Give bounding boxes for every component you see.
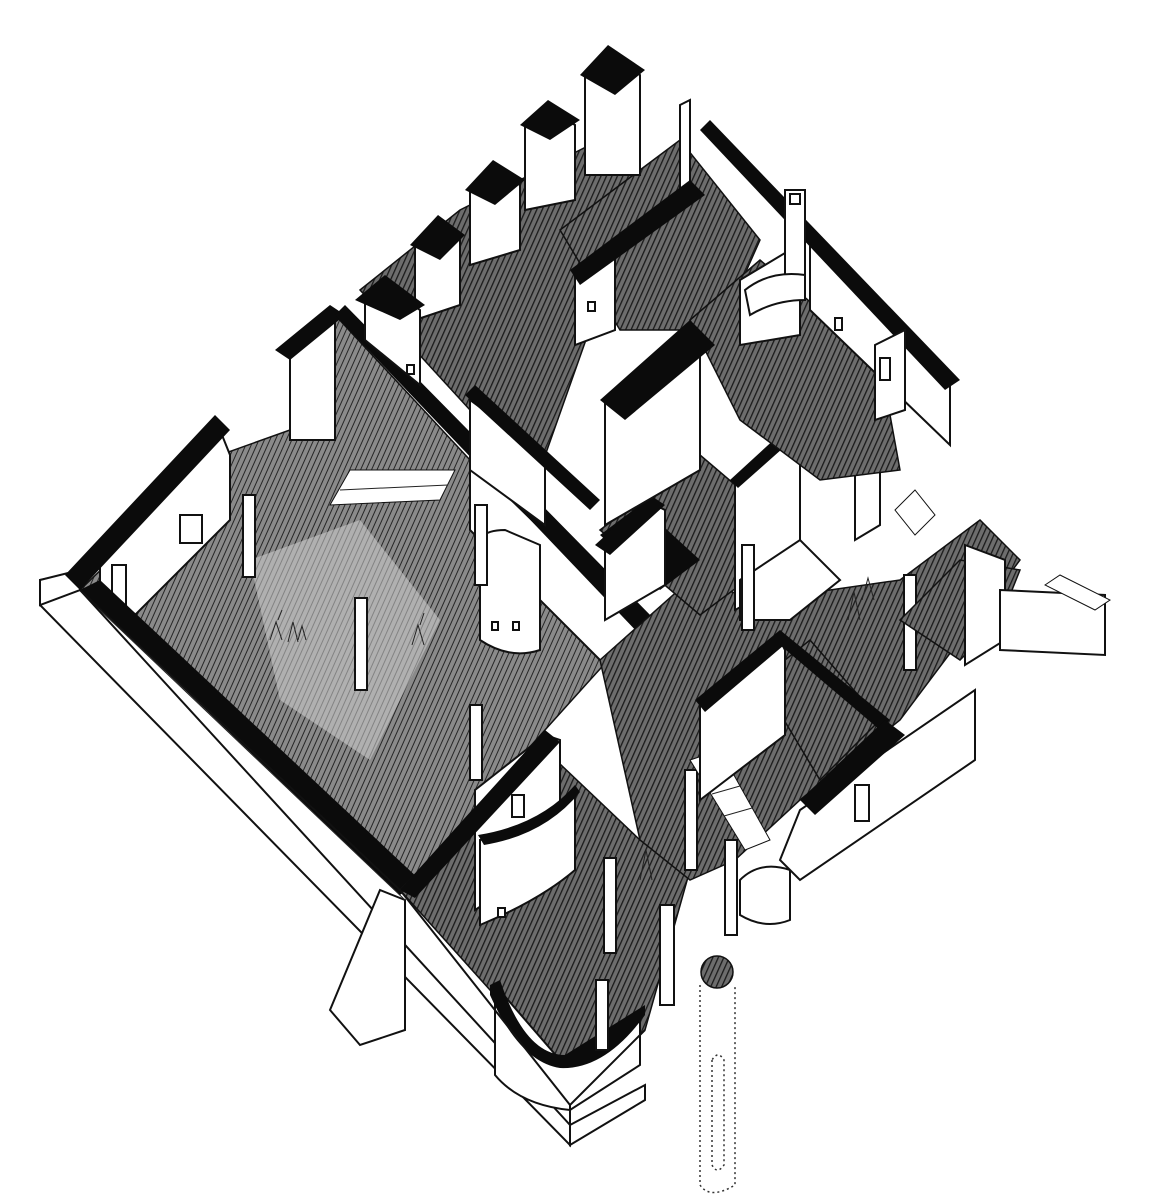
- tower-window-1: [491, 621, 499, 631]
- pier-5-top: [355, 275, 425, 320]
- lower-column-2: [603, 857, 617, 954]
- chimney-flue: [789, 193, 801, 205]
- figure-group-3: [639, 576, 875, 881]
- right-long-wall-top: [700, 120, 960, 390]
- upper-wall-2-top: [570, 180, 705, 285]
- right-wall-door: [879, 357, 891, 381]
- pier-1-top: [580, 45, 645, 95]
- pier-3-top: [465, 160, 525, 205]
- middle-room-top-front: [595, 495, 665, 555]
- fireplace-hood: [743, 273, 806, 317]
- spiral-stair-base: [739, 865, 791, 925]
- right-room-top-left: [695, 630, 790, 712]
- hall-column-4: [474, 504, 488, 586]
- upper-window-3: [834, 317, 843, 331]
- right-room-door: [854, 784, 870, 822]
- upper-window-2: [406, 364, 415, 375]
- pier-walls: [355, 45, 691, 388]
- entry-path-outline: [699, 985, 736, 1194]
- pier-2-top: [520, 100, 580, 140]
- upper-wall-3-top: [600, 320, 715, 420]
- figure-group-1: [269, 609, 307, 643]
- pier-4-top: [410, 215, 465, 260]
- lower-room-window: [511, 794, 525, 818]
- round-well: [700, 955, 734, 989]
- main-hall: [65, 305, 655, 895]
- tower-window-2: [512, 621, 520, 631]
- hall-left-window: [179, 514, 203, 544]
- middle-column: [741, 544, 755, 631]
- court-column-1: [684, 769, 698, 871]
- hall-column-2: [354, 597, 368, 691]
- upper-rooms: [355, 45, 960, 527]
- court-column-2: [659, 904, 675, 1006]
- right-rooms: [695, 543, 1111, 882]
- curved-wall-window: [497, 907, 506, 918]
- hall-floor-highlight: [250, 520, 440, 760]
- right-lower-wall-top: [800, 720, 905, 815]
- lower-room: [398, 730, 691, 1112]
- hall-column-3: [469, 704, 483, 781]
- curved-wall-top: [478, 785, 580, 845]
- figure-group-2: [411, 612, 425, 646]
- outline-edges: [79, 589, 646, 1145]
- right-small-stair: [894, 489, 936, 536]
- hall-front-wall-top: [80, 580, 420, 895]
- right-room-top-right: [780, 630, 890, 730]
- upper-window-1: [587, 301, 596, 312]
- inner-court-wall-2: [739, 538, 842, 621]
- upper-long-wall-1-top: [465, 385, 600, 510]
- hall-left-wall-top: [65, 415, 230, 590]
- base-lower-buttress: [328, 888, 406, 1047]
- hall-column-1: [242, 494, 256, 578]
- lower-room-back-top: [400, 730, 560, 898]
- court-column-3: [724, 839, 738, 936]
- right-lower-wall: [778, 688, 976, 882]
- hall-back-wall-top: [275, 305, 345, 360]
- entry-path-inner: [711, 1054, 725, 1171]
- right-outer-stair: [1044, 574, 1111, 611]
- lower-column-1: [595, 979, 609, 1051]
